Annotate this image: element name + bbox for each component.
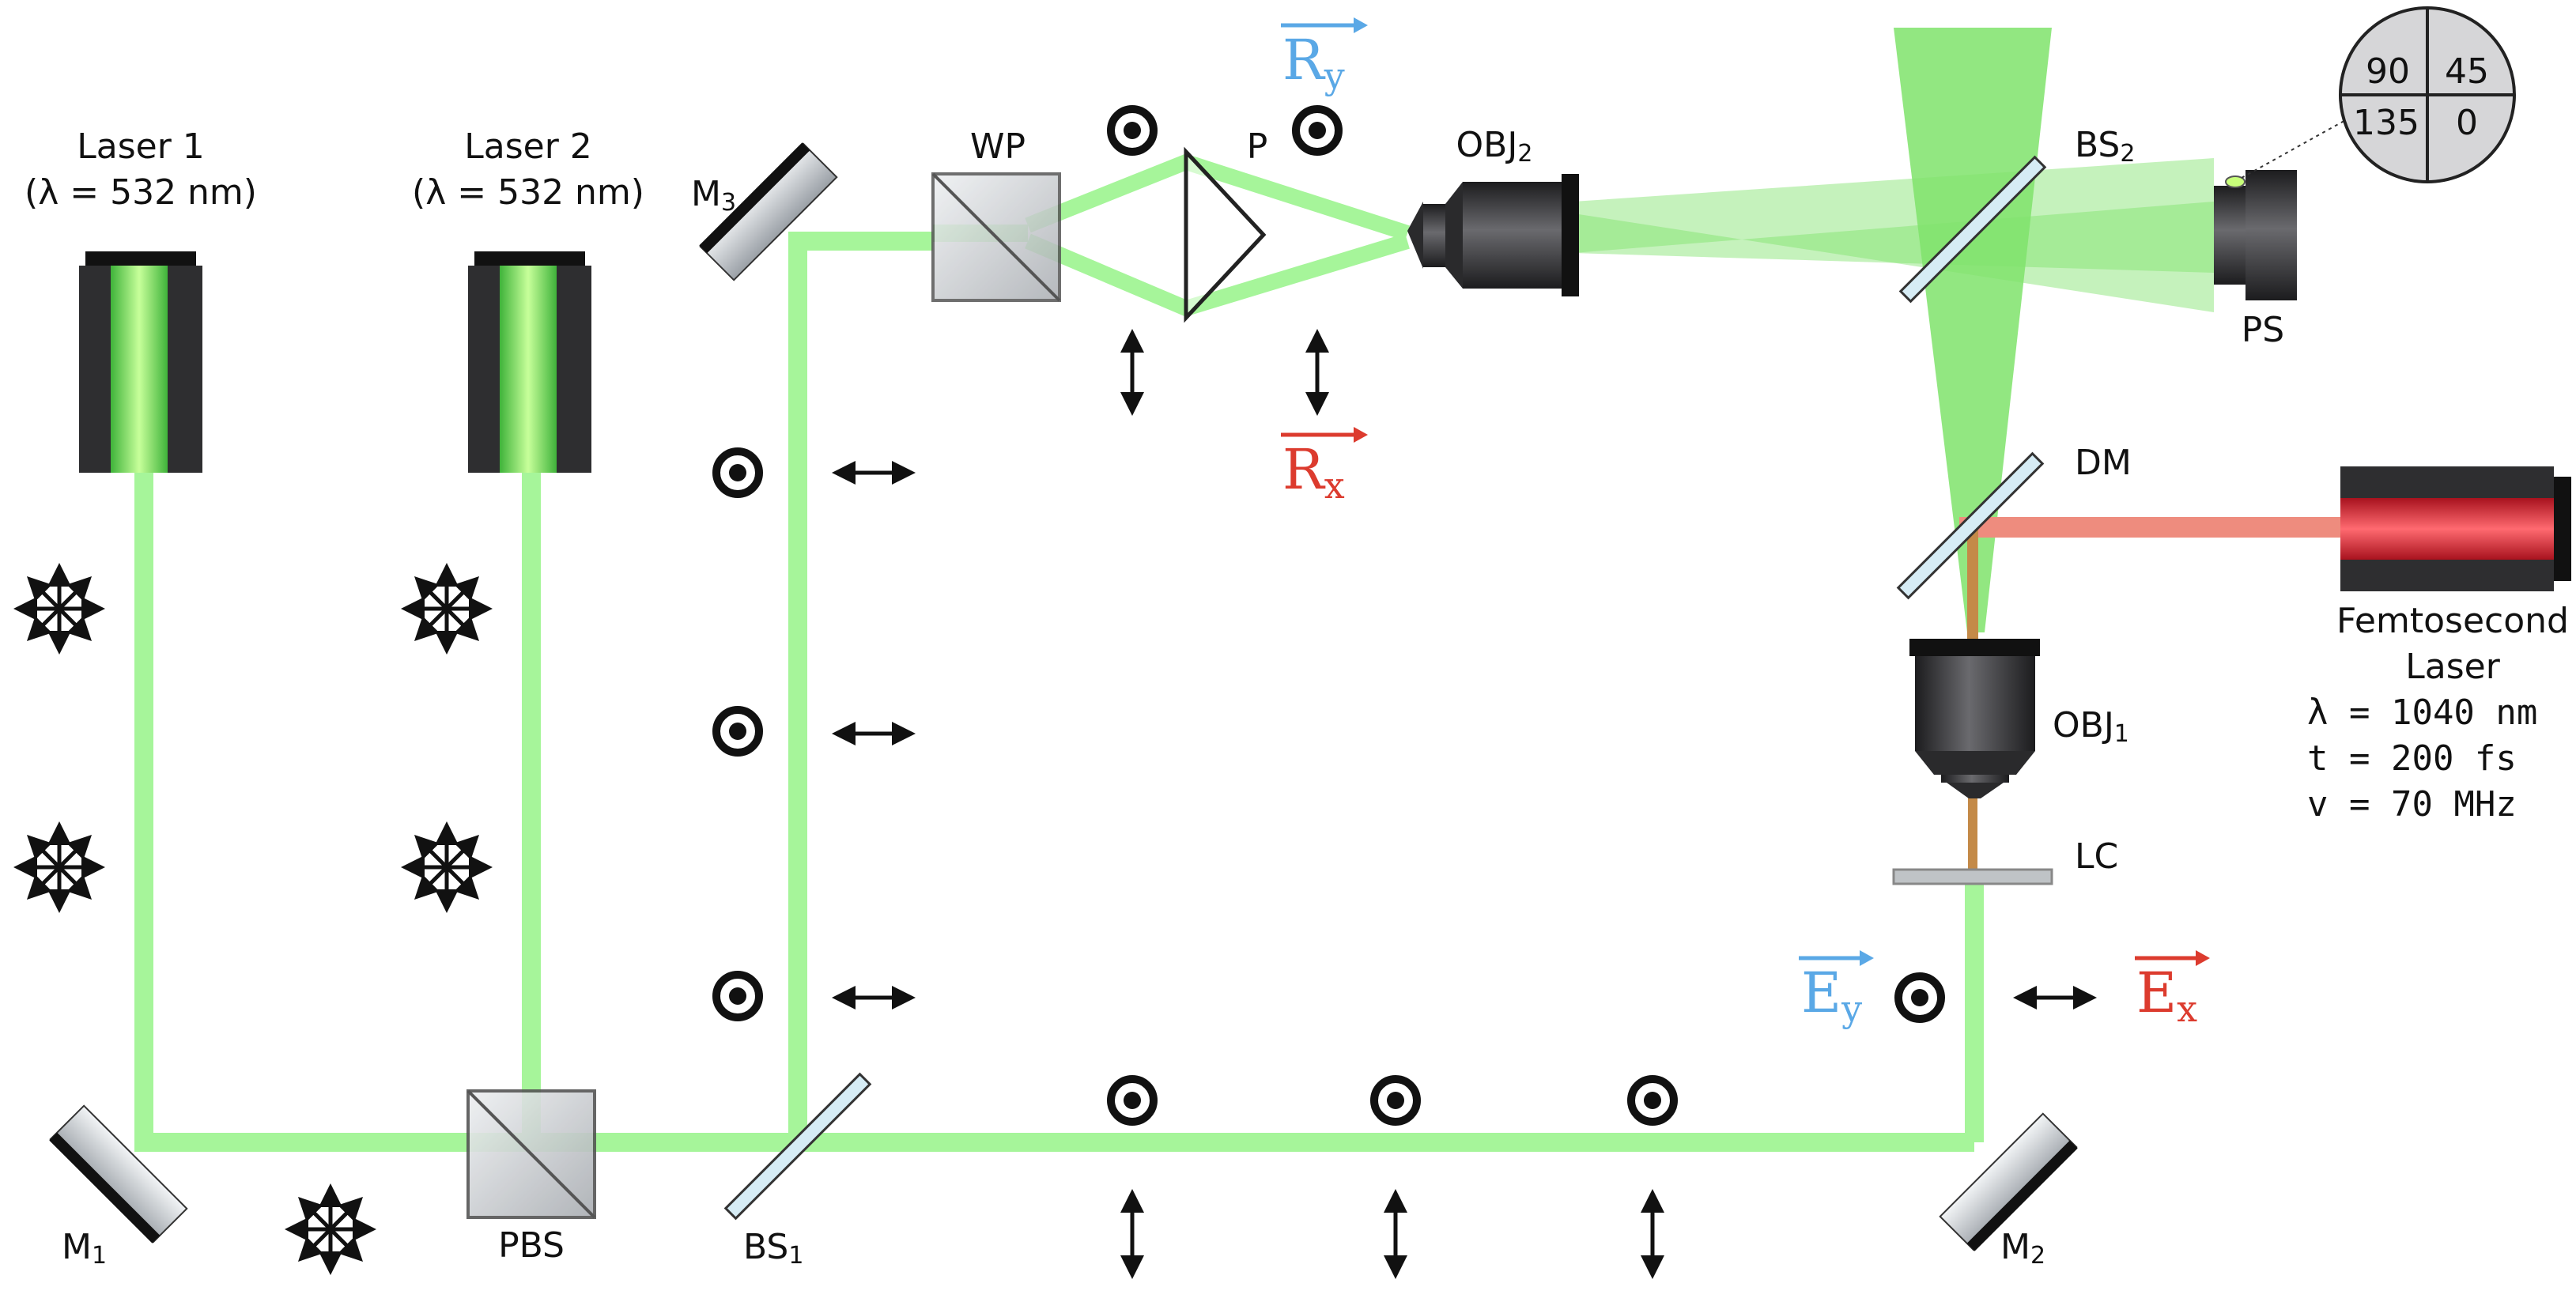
prism <box>1184 146 1267 323</box>
svg-text:Ry: Ry <box>1282 28 1345 97</box>
liquid-crystal-sample <box>1892 868 2053 885</box>
quadrant-135: 135 <box>2353 103 2419 143</box>
label-ex: Ex <box>2135 950 2210 1030</box>
dot-in-circle-icon <box>1370 1075 1421 1126</box>
lc-label: LC <box>2075 836 2118 877</box>
polarization-camera <box>2214 170 2297 300</box>
quadrant-90: 90 <box>2366 51 2410 92</box>
laser2-wavelength: (λ = 532 nm) <box>412 172 644 213</box>
obj2-label: OBJ2 <box>1456 125 1533 168</box>
obj1-label: OBJ1 <box>2053 705 2129 748</box>
mirror-m1 <box>49 1104 188 1244</box>
mirror-m2 <box>1939 1112 2078 1251</box>
unpolarized-arrows-icon <box>13 563 105 655</box>
prism-label: P <box>1247 126 1268 167</box>
m2-label: M2 <box>2000 1227 2045 1270</box>
bs2-label: BS2 <box>2075 125 2135 168</box>
laser-1 <box>79 251 202 473</box>
wp-label: WP <box>970 126 1025 167</box>
quadrant-45: 45 <box>2445 51 2489 92</box>
svg-text:Ey: Ey <box>1801 960 1862 1030</box>
laser1-wavelength: (λ = 532 nm) <box>25 172 257 213</box>
dot-in-circle-icon <box>1107 105 1158 156</box>
svg-text:Rx: Rx <box>1282 437 1345 507</box>
beam-left-up <box>788 232 933 1142</box>
unpolarized-arrows-icon <box>285 1183 376 1275</box>
label-ey: Ey <box>1799 950 1874 1030</box>
femto-line-4: v = 70 MHz <box>2307 784 2517 825</box>
beam-output-b <box>1573 202 2214 312</box>
ps-label: PS <box>2242 310 2284 350</box>
objective-obj2 <box>1407 174 1579 296</box>
inset-leader-line <box>2241 110 2363 179</box>
pbs-cube <box>466 1089 596 1219</box>
femtosecond-laser <box>2340 466 2571 591</box>
beam-laser1 <box>134 473 798 1152</box>
dot-in-circle-icon <box>712 447 763 498</box>
m3-label: M3 <box>691 174 736 217</box>
unpolarized-arrows-icon <box>13 821 105 913</box>
m1-label: M1 <box>62 1227 107 1270</box>
objective-obj1 <box>1909 639 2040 798</box>
label-rx: Rx <box>1281 427 1368 507</box>
laser1-title: Laser 1 <box>77 126 205 167</box>
pbs-label: PBS <box>498 1225 565 1266</box>
femto-line-3: t = 200 fs <box>2307 738 2517 779</box>
unpolarized-arrows-icon <box>401 821 493 913</box>
laser-2 <box>468 251 591 473</box>
quadrant-0: 0 <box>2456 103 2478 143</box>
dot-in-circle-icon <box>1292 105 1343 156</box>
dichroic-mirror <box>1896 451 2045 600</box>
dm-label: DM <box>2075 443 2132 483</box>
laser2-title: Laser 2 <box>464 126 592 167</box>
label-ry: Ry <box>1281 17 1368 97</box>
dot-in-circle-icon <box>712 971 763 1021</box>
bs2-plate <box>1898 155 2047 304</box>
bs1-label: BS1 <box>743 1227 803 1270</box>
svg-text:Ex: Ex <box>2136 960 2197 1030</box>
beam-output-a <box>1573 158 2214 273</box>
mirror-m3 <box>699 142 838 281</box>
dot-in-circle-icon <box>1107 1075 1158 1126</box>
unpolarized-arrows-icon <box>401 563 493 655</box>
femto-line-0: Femtosecond <box>2336 601 2569 641</box>
unpolarized-symbols <box>13 563 493 1275</box>
dot-in-circle-icon <box>1894 972 1945 1023</box>
wave-plate-cube <box>931 172 1061 302</box>
polarizer-quadrant-inset: 90 45 135 0 <box>2339 6 2516 183</box>
femto-line-2: λ = 1040 nm <box>2307 693 2537 733</box>
dot-in-circle-icon <box>1627 1075 1678 1126</box>
bs1-plate <box>723 1072 872 1221</box>
dot-in-circle-icon <box>712 706 763 757</box>
femto-line-1: Laser <box>2405 647 2500 687</box>
